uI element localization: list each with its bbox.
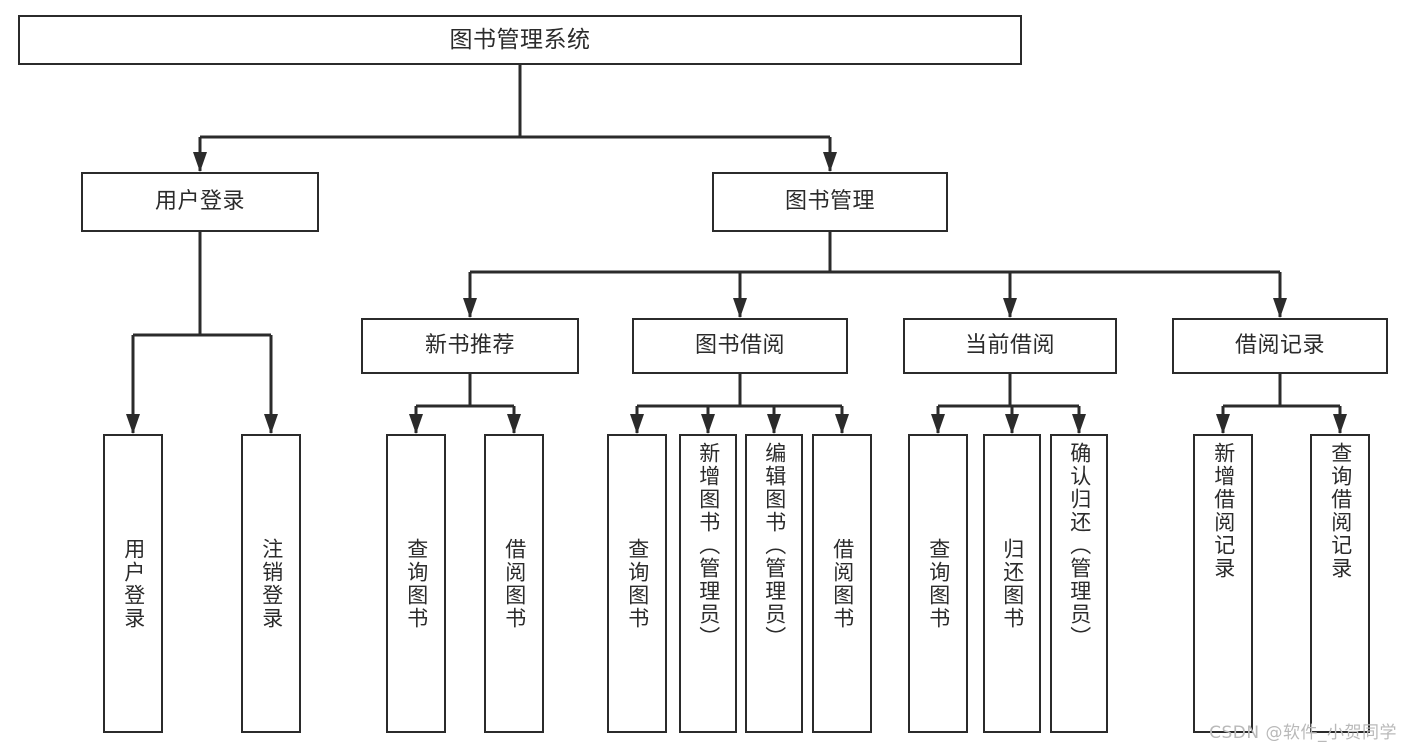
node-leaf-query-book-3[interactable]: 查询图书 — [908, 434, 968, 733]
node-leaf-query-book-2[interactable]: 查询图书 — [607, 434, 667, 733]
arrowhead-icon — [507, 414, 521, 434]
watermark-label: CSDN @软件_小贺同学 — [1209, 723, 1397, 743]
node-leaf-return-book[interactable]: 归还图书 — [983, 434, 1041, 733]
node-label: 用户登录 — [154, 189, 245, 215]
node-leaf-borrow-book-1[interactable]: 借阅图书 — [484, 434, 544, 733]
node-book-borrow[interactable]: 图书借阅 — [632, 318, 848, 374]
node-leaf-user-login[interactable]: 用户登录 — [103, 434, 163, 733]
node-leaf-user-logout[interactable]: 注销登录 — [241, 434, 301, 733]
node-label: 新增图书（管理员） — [696, 442, 721, 649]
node-label: 图书借阅 — [694, 333, 785, 359]
node-label: 用户登录 — [121, 537, 146, 630]
node-leaf-query-book-1[interactable]: 查询图书 — [386, 434, 446, 733]
node-book-manage[interactable]: 图书管理 — [712, 172, 948, 232]
node-leaf-confirm-ret[interactable]: 确认归还（管理员） — [1050, 434, 1108, 733]
node-label: 查询借阅记录 — [1328, 442, 1353, 580]
arrowhead-icon — [733, 298, 747, 318]
arrowhead-icon — [126, 414, 140, 434]
arrowhead-icon — [264, 414, 278, 434]
node-new-book-rec[interactable]: 新书推荐 — [361, 318, 579, 374]
arrowhead-icon — [193, 152, 207, 172]
node-leaf-add-book[interactable]: 新增图书（管理员） — [679, 434, 737, 733]
arrowhead-icon — [630, 414, 644, 434]
node-leaf-edit-book[interactable]: 编辑图书（管理员） — [745, 434, 803, 733]
node-label: 新书推荐 — [424, 333, 515, 359]
arrowhead-icon — [767, 414, 781, 434]
arrowhead-icon — [1273, 298, 1287, 318]
node-label: 归还图书 — [1000, 537, 1025, 630]
node-current-borrow[interactable]: 当前借阅 — [903, 318, 1117, 374]
node-label: 借阅图书 — [502, 537, 527, 630]
arrowhead-icon — [1216, 414, 1230, 434]
node-label: 新增借阅记录 — [1211, 442, 1236, 580]
arrowhead-icon — [409, 414, 423, 434]
node-label: 图书管理 — [784, 189, 875, 215]
node-leaf-query-record[interactable]: 查询借阅记录 — [1310, 434, 1370, 733]
arrowhead-icon — [823, 152, 837, 172]
arrowhead-icon — [1333, 414, 1347, 434]
arrowhead-icon — [1005, 414, 1019, 434]
arrowhead-icon — [931, 414, 945, 434]
node-label: 注销登录 — [259, 537, 284, 630]
node-label: 编辑图书（管理员） — [762, 442, 787, 649]
node-label: 借阅图书 — [830, 537, 855, 630]
node-leaf-borrow-book-2[interactable]: 借阅图书 — [812, 434, 872, 733]
node-borrow-record[interactable]: 借阅记录 — [1172, 318, 1388, 374]
arrowhead-icon — [463, 298, 477, 318]
arrowhead-icon — [701, 414, 715, 434]
node-label: 查询图书 — [625, 537, 650, 630]
node-label: 当前借阅 — [964, 333, 1055, 359]
node-label: 查询图书 — [404, 537, 429, 630]
arrowhead-icon — [1003, 298, 1017, 318]
node-label: 借阅记录 — [1234, 333, 1325, 359]
arrowhead-icon — [1072, 414, 1086, 434]
arrowhead-icon — [835, 414, 849, 434]
node-label: 查询图书 — [926, 537, 951, 630]
node-leaf-add-record[interactable]: 新增借阅记录 — [1193, 434, 1253, 733]
node-label: 图书管理系统 — [449, 26, 591, 53]
node-label: 确认归还（管理员） — [1067, 442, 1092, 649]
node-root[interactable]: 图书管理系统 — [18, 15, 1022, 65]
node-user-login[interactable]: 用户登录 — [81, 172, 319, 232]
